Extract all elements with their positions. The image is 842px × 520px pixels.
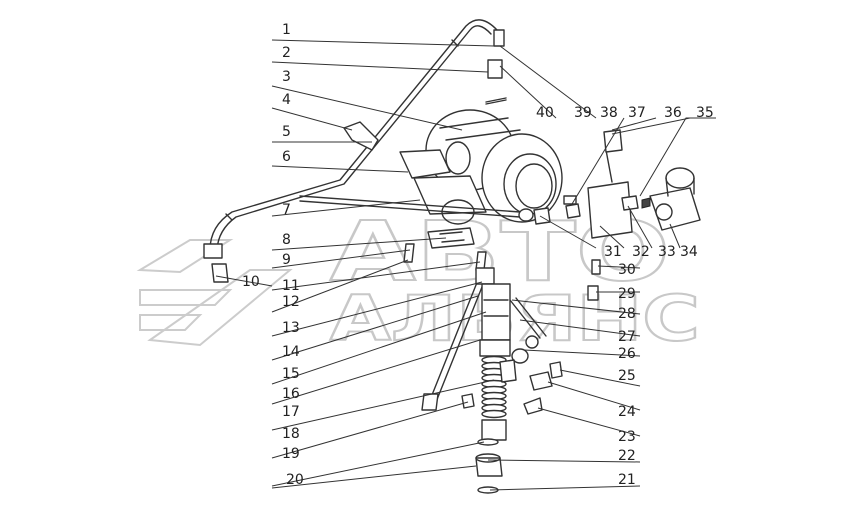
callout-30: 30 <box>618 262 636 278</box>
callout-18: 18 <box>282 426 300 442</box>
pipe-clamp <box>343 121 379 151</box>
callout-9: 9 <box>282 252 291 268</box>
callout-15: 15 <box>282 366 300 382</box>
callout-11: 11 <box>282 278 300 294</box>
small-bolts <box>587 259 601 301</box>
callout-12: 12 <box>282 294 300 310</box>
oil-return-pipe-upper <box>299 195 534 222</box>
drain-nut <box>475 438 503 494</box>
callout-16: 16 <box>282 386 300 402</box>
callout-26: 26 <box>618 346 636 362</box>
callout-7: 7 <box>282 202 291 218</box>
leader-lines <box>215 39 716 491</box>
oil-supply-pipe <box>203 19 505 283</box>
callout-32: 32 <box>632 244 650 260</box>
callout-19: 19 <box>282 446 300 462</box>
banjo-bolt <box>485 59 507 105</box>
callout-27: 27 <box>618 329 636 345</box>
callout-25: 25 <box>618 368 636 384</box>
callout-36: 36 <box>664 105 682 121</box>
callout-17: 17 <box>282 404 300 420</box>
callout-29: 29 <box>618 286 636 302</box>
callout-31: 31 <box>604 244 622 260</box>
side-drain-parts <box>499 297 563 415</box>
callout-8: 8 <box>282 232 291 248</box>
turbocharger <box>399 109 563 225</box>
oil-drain-pipe <box>421 267 495 411</box>
wastegate-actuator <box>587 129 701 239</box>
watermark-text: АВТО АЛЬЯНС <box>329 204 701 356</box>
watermark-logo <box>136 239 293 347</box>
callout-4: 4 <box>282 92 291 108</box>
callout-33: 33 <box>658 244 676 260</box>
callout-37: 37 <box>628 105 646 121</box>
callout-23: 23 <box>618 429 636 445</box>
callout-20: 20 <box>286 472 304 488</box>
callout-13: 13 <box>282 320 300 336</box>
callout-28: 28 <box>618 306 636 322</box>
callout-10: 10 <box>242 274 260 290</box>
drain-fitting <box>461 393 475 409</box>
callout-5: 5 <box>282 124 291 140</box>
callout-2: 2 <box>282 45 291 61</box>
callout-14: 14 <box>282 344 300 360</box>
callout-39: 39 <box>574 105 592 121</box>
callout-35: 35 <box>696 105 714 121</box>
callout-34: 34 <box>680 244 698 260</box>
bellows-ring <box>481 409 507 419</box>
callout-22: 22 <box>618 448 636 464</box>
flange-gasket <box>427 227 475 249</box>
callout-3: 3 <box>282 69 291 85</box>
flexible-drain-hose <box>479 283 511 441</box>
callout-1: 1 <box>282 22 291 38</box>
watermark-line2: АЛЬЯНС <box>330 282 700 355</box>
callout-40: 40 <box>536 105 554 121</box>
callout-24: 24 <box>618 404 636 420</box>
callout-21: 21 <box>618 472 636 488</box>
callout-38: 38 <box>600 105 618 121</box>
callout-6: 6 <box>282 149 291 165</box>
